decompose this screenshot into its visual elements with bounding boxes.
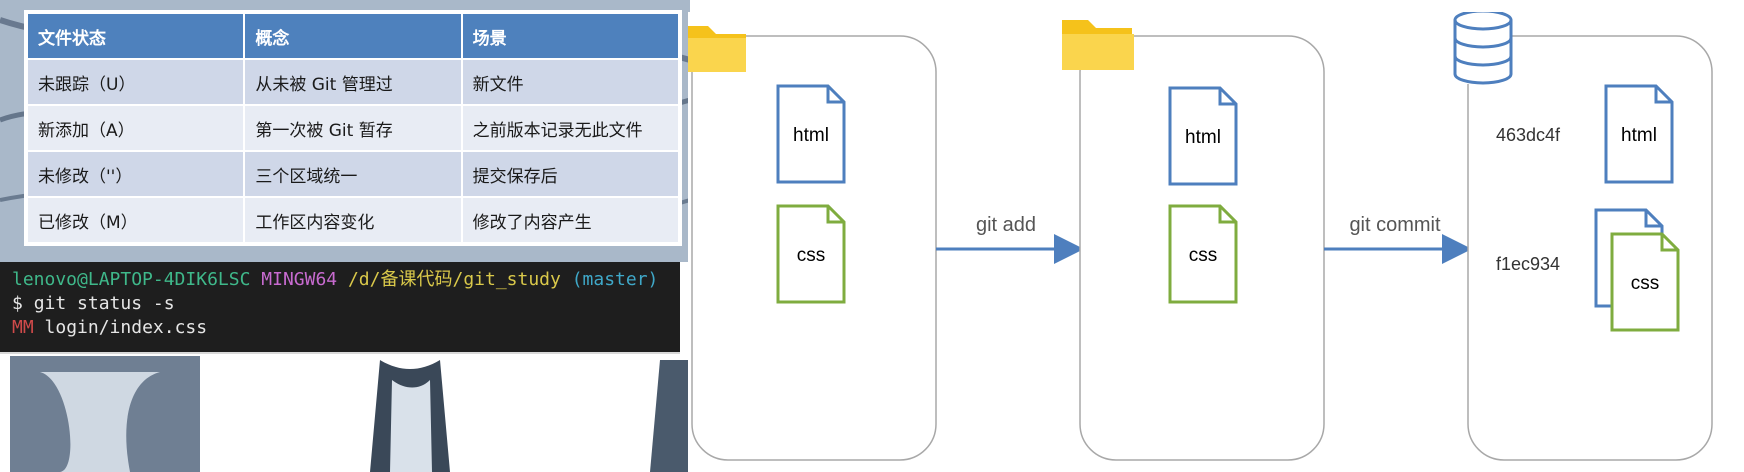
repository-html-label: html — [1621, 125, 1657, 146]
table-cell: 未修改（''） — [28, 152, 244, 196]
table-row: 未修改（''） 三个区域统一 提交保存后 — [28, 152, 678, 196]
git-areas-diagram: html css git add html css — [688, 12, 1744, 472]
table-cell: 新添加（A） — [28, 106, 244, 150]
workspace-html-label: html — [793, 125, 829, 146]
workspace-css-file: css — [776, 204, 846, 304]
table-header-scenario: 场景 — [462, 14, 678, 58]
table-cell: 三个区域统一 — [245, 152, 461, 196]
folder-icon — [688, 26, 746, 72]
terminal-panel: lenovo@LAPTOP-4DIK6LSC MINGW64 /d/备课代码/g… — [0, 262, 680, 354]
terminal-prompt: $ — [12, 293, 23, 314]
file-status-table: 文件状态 概念 场景 未跟踪（U） 从未被 Git 管理过 新文件 新添加（A）… — [26, 12, 680, 244]
workspace-html-file: html — [776, 84, 846, 184]
table-row: 未跟踪（U） 从未被 Git 管理过 新文件 — [28, 60, 678, 104]
table-cell: 提交保存后 — [462, 152, 678, 196]
table-row: 新添加（A） 第一次被 Git 暂存 之前版本记录无此文件 — [28, 106, 678, 150]
staging-css-file: css — [1168, 204, 1238, 304]
git-commit-label: git commit — [1349, 214, 1441, 236]
table-header-status: 文件状态 — [28, 14, 244, 58]
repository-css-file: css — [1610, 232, 1680, 332]
diagram-canvas: html css git add html css — [688, 12, 1713, 461]
table-row: 已修改（M） 工作区内容变化 修改了内容产生 — [28, 198, 678, 242]
staging-css-label: css — [1189, 245, 1218, 266]
table-cell: 未跟踪（U） — [28, 60, 244, 104]
table-cell: 从未被 Git 管理过 — [245, 60, 461, 104]
table-cell: 第一次被 Git 暂存 — [245, 106, 461, 150]
table-cell: 工作区内容变化 — [245, 198, 461, 242]
git-add-arrow: git add — [936, 214, 1084, 264]
commit-hash-1: 463dc4f — [1496, 125, 1561, 145]
repository-css-label: css — [1631, 273, 1660, 294]
terminal-status-code: MM — [12, 317, 34, 338]
table-cell: 已修改（M） — [28, 198, 244, 242]
terminal-file: login/index.css — [44, 317, 208, 338]
terminal-path: /d/备课代码/git_study — [347, 269, 561, 290]
terminal-command: git status -s — [33, 293, 175, 314]
git-add-label: git add — [976, 214, 1036, 236]
folder-icon — [1062, 20, 1134, 70]
workspace-css-label: css — [797, 245, 826, 266]
table-header-concept: 概念 — [245, 14, 461, 58]
table-cell: 新文件 — [462, 60, 678, 104]
commit-hash-2: f1ec934 — [1496, 254, 1560, 274]
terminal-env: MINGW64 — [261, 269, 338, 290]
staging-html-file: html — [1168, 86, 1238, 186]
table-header-row: 文件状态 概念 场景 — [28, 14, 678, 58]
repository-html-file: html — [1604, 84, 1674, 184]
database-icon — [1453, 12, 1513, 85]
staging-html-label: html — [1185, 127, 1221, 148]
git-commit-arrow: git commit — [1324, 214, 1472, 264]
table-cell: 修改了内容产生 — [462, 198, 678, 242]
terminal-branch: (master) — [571, 269, 659, 290]
table-cell: 之前版本记录无此文件 — [462, 106, 678, 150]
terminal-user-host: lenovo@LAPTOP-4DIK6LSC — [12, 269, 251, 290]
